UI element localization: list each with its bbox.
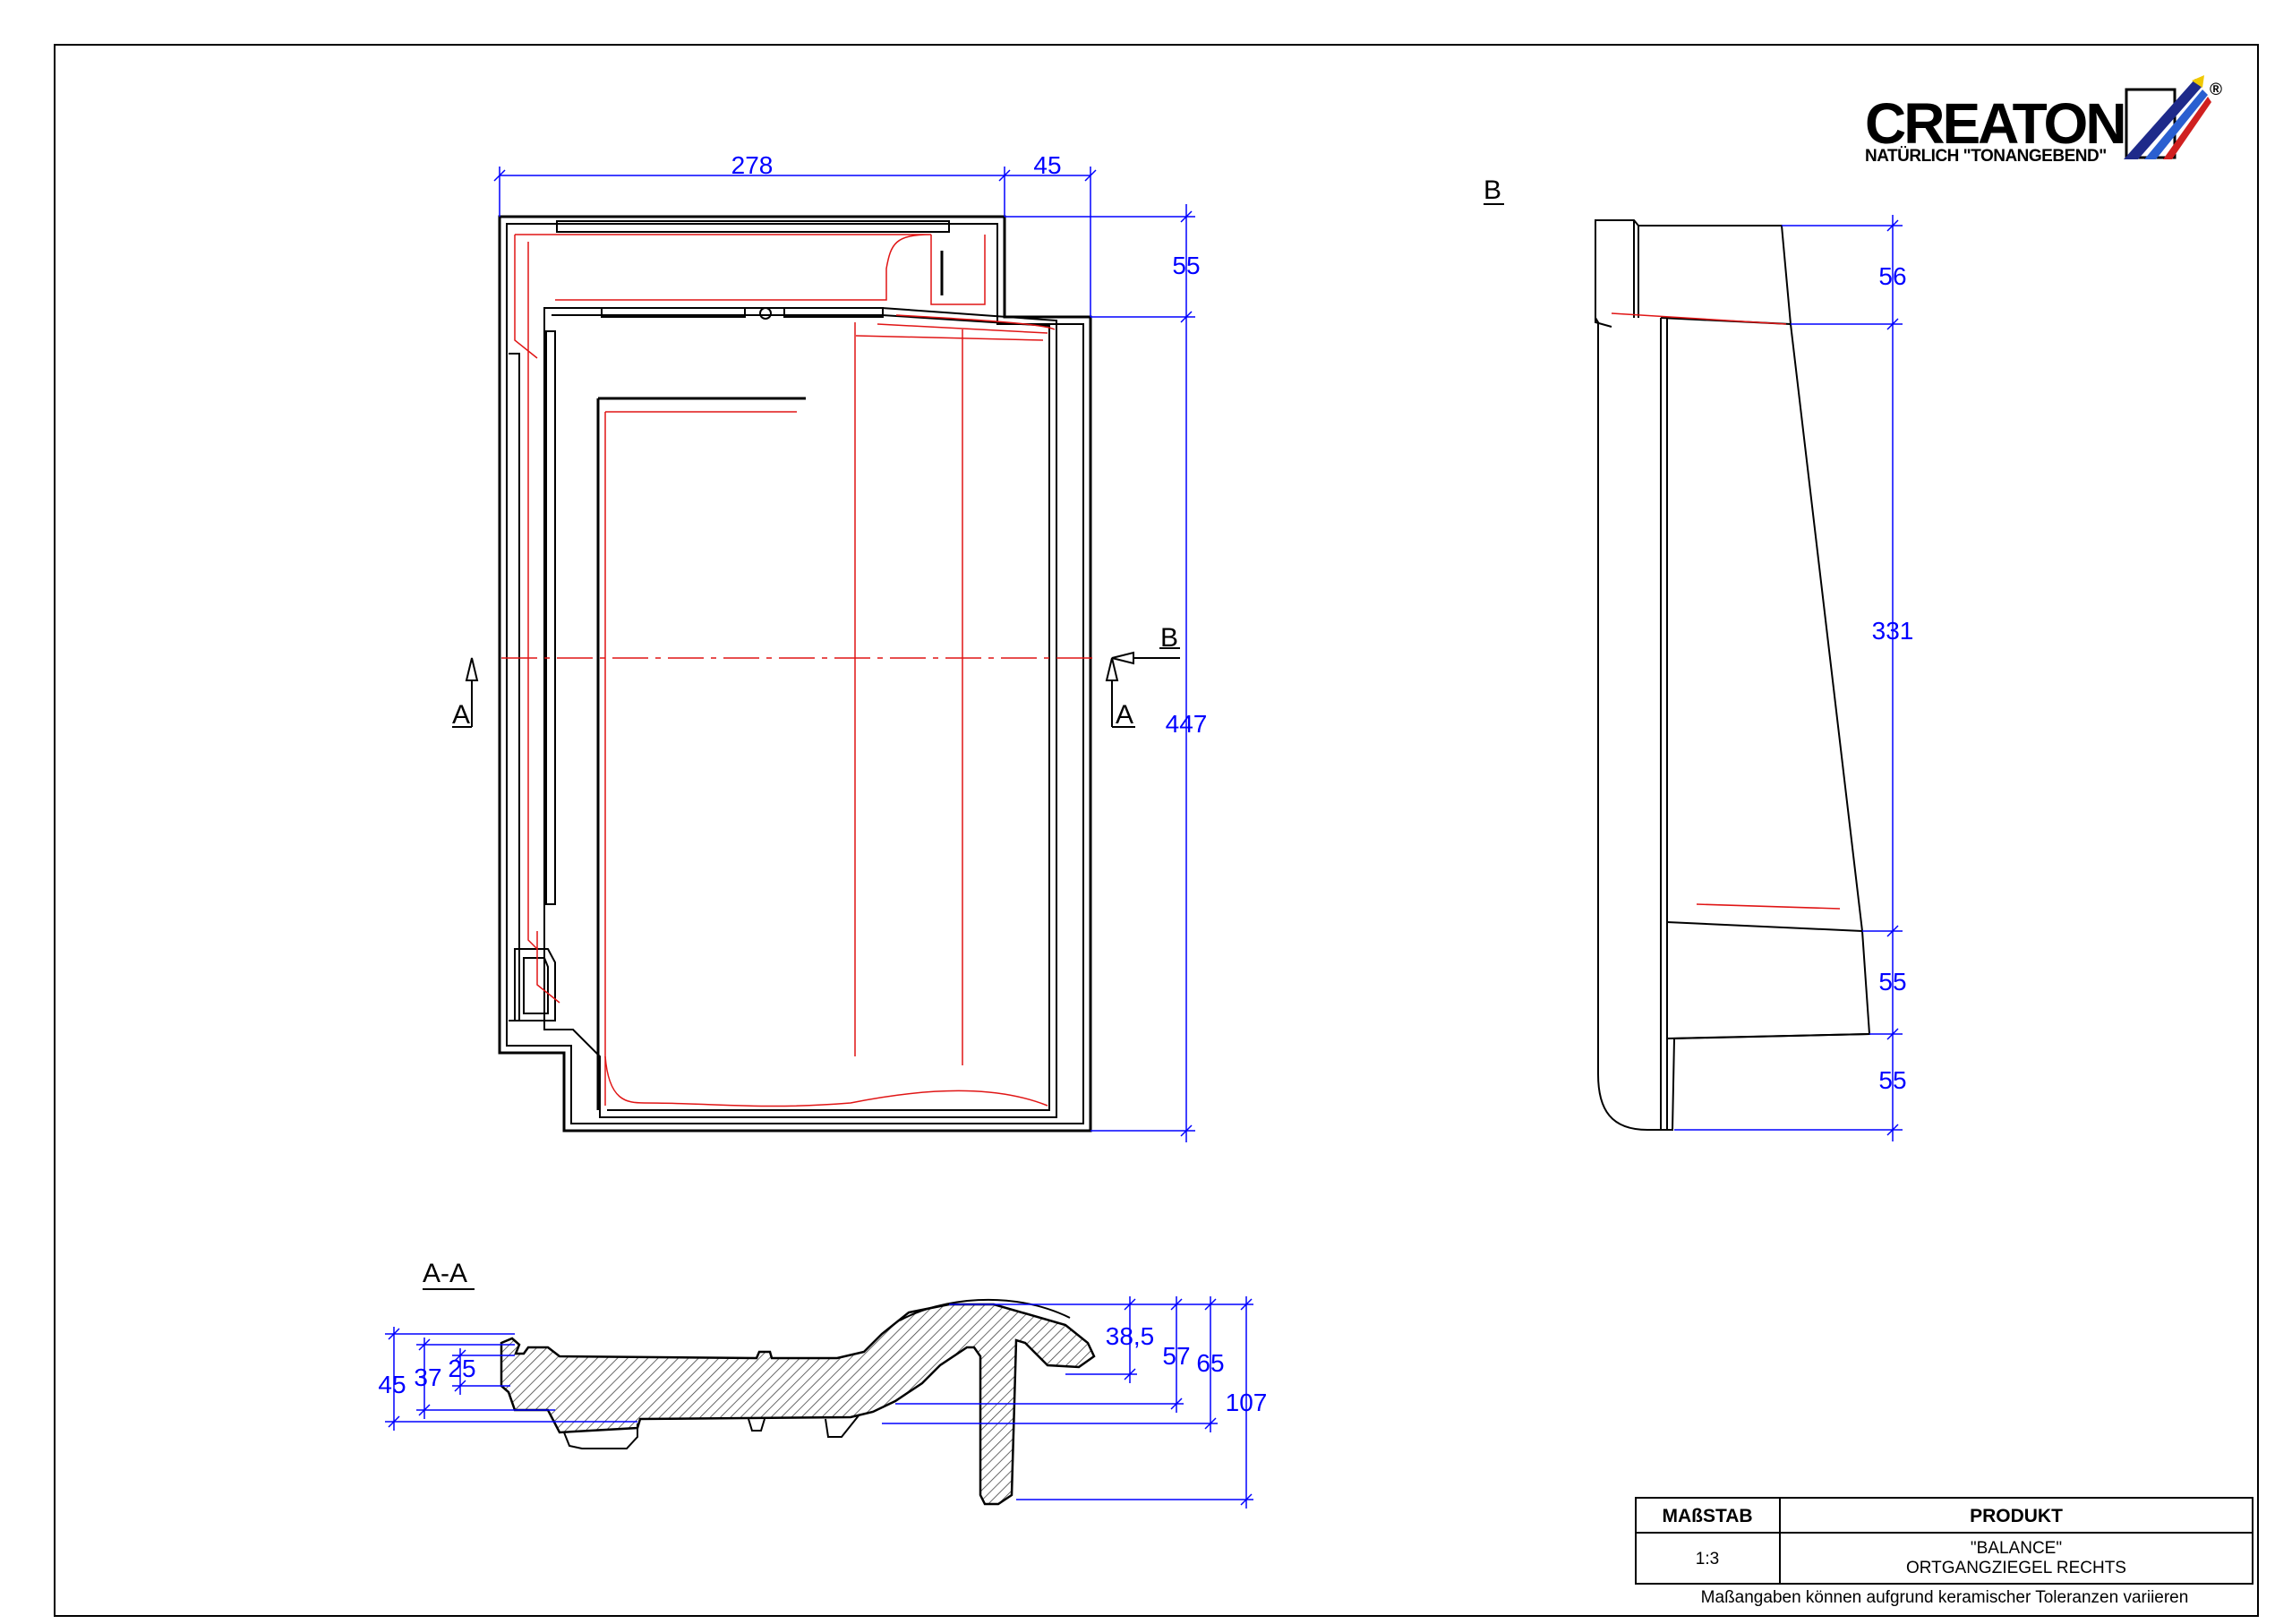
side-dim-bottom: 55 [1878,1066,1906,1094]
cut-label-left: A [452,700,470,730]
logo-tagline: NATÜRLICH "TONANGEBEND" [1865,147,2107,166]
section-label: A-A [423,1259,467,1288]
section-dim-65: 65 [1196,1349,1224,1377]
product-name: "BALANCE" [1971,1539,2062,1558]
logo-feather-blue-icon [2124,79,2202,159]
logo-feather-yellow-icon [2192,75,2204,88]
section-dim-38-5: 38,5 [1106,1322,1155,1350]
creaton-logo: CREATON NATÜRLICH "TONANGEBEND" ® [1865,75,2223,166]
side-dim-top: 56 [1878,262,1906,290]
plan-dim-top: 55 [1172,252,1200,279]
scale-header: MAßSTAB [1662,1506,1752,1526]
plan-dim-width: 278 [731,151,774,179]
plan-dim-side: 45 [1033,151,1061,179]
section-dim-25: 25 [448,1355,475,1382]
title-block: MAßSTAB PRODUKT 1:3 "BALANCE" ORTGANGZIE… [1635,1497,2254,1607]
section-dim-107: 107 [1226,1389,1268,1416]
product-header: PRODUKT [1970,1506,2063,1526]
scale-value: 1:3 [1696,1550,1719,1568]
plan-dim-length: 447 [1166,710,1208,738]
drawing-frame [54,44,2259,1617]
side-dim-lower: 55 [1878,968,1906,996]
plan-view: A A B 278 45 55 447 [452,151,1207,1142]
logo-feather-lightblue-icon [2144,90,2208,159]
view-arrow-label: B [1160,623,1178,653]
section-dim-57: 57 [1162,1342,1190,1370]
section-dim-45: 45 [378,1371,406,1398]
side-view-b: B 56 [1484,175,1913,1141]
logo-feather-red-icon [2163,97,2211,159]
section-dim-37: 37 [414,1363,441,1391]
product-type: ORTGANGZIEGEL RECHTS [1906,1559,2126,1577]
logo-brand: CREATON [1865,91,2125,156]
tolerance-note: Maßangaben können aufgrund keramischer T… [1701,1588,2189,1607]
side-view-label: B [1484,175,1501,205]
cut-label-right: A [1116,700,1133,730]
side-dim-middle: 331 [1872,617,1914,645]
section-a-a: A-A [378,1259,1267,1509]
logo-registered: ® [2210,81,2222,99]
